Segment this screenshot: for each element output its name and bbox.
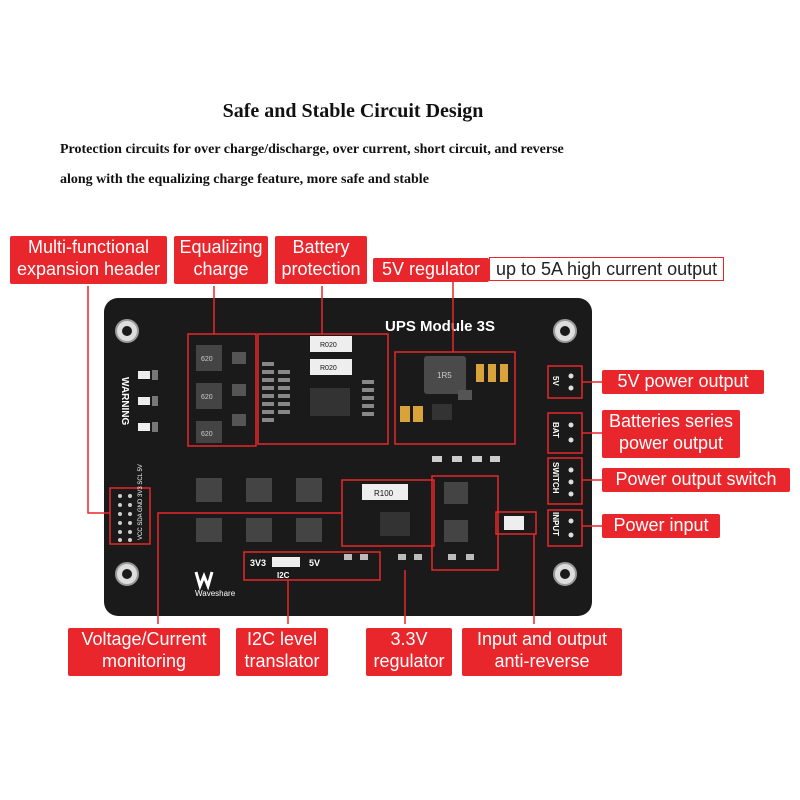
page-title: Safe and Stable Circuit Design — [222, 100, 484, 122]
svg-text:BAT: BAT — [551, 422, 560, 438]
zone-battery-protection — [257, 333, 389, 445]
resistor-r020-2 — [310, 359, 352, 375]
callout-5v-regulator: 5V regulator — [373, 258, 489, 282]
connector-input — [547, 509, 583, 547]
svg-text:5V: 5V — [551, 376, 560, 386]
inductor — [424, 356, 466, 394]
brand-text: Waveshare — [195, 589, 236, 598]
svg-text:620: 620 — [201, 356, 213, 363]
connector-switch — [547, 457, 583, 505]
zone-expansion-header — [109, 487, 151, 545]
svg-text:R020: R020 — [320, 342, 337, 349]
callout-5v-power-output: 5V power output — [602, 370, 764, 394]
protection-ic — [310, 388, 350, 416]
warning-label: WARNING — [119, 377, 130, 426]
header-pin-labels: VCC SDA GND 3V3 SCL 5V — [138, 464, 144, 540]
brand-logo — [194, 571, 214, 591]
callout-leader-lines — [87, 282, 602, 624]
callout-5v-regulator-note: up to 5A high current output — [489, 257, 725, 281]
description-line-2: along with the equalizing charge feature… — [60, 172, 429, 187]
resistor-r100 — [362, 484, 408, 500]
resistor-r020-1 — [310, 336, 352, 352]
svg-text:SWITCH: SWITCH — [551, 462, 560, 494]
svg-text:1R5: 1R5 — [437, 371, 452, 380]
callout-power-output-switch: Power output switch — [602, 468, 790, 492]
svg-text:INPUT: INPUT — [551, 512, 560, 536]
svg-text:620: 620 — [201, 431, 213, 438]
svg-text:620: 620 — [201, 394, 213, 401]
description-line-1: Protection circuits for over charge/disc… — [60, 142, 564, 157]
zone-anti-reverse — [495, 511, 537, 535]
zone-i2c-translator — [243, 551, 381, 581]
zone-equalizing — [187, 333, 257, 447]
svg-text:R100: R100 — [374, 489, 394, 498]
svg-text:R020: R020 — [320, 365, 337, 372]
jumper-5v: 5V — [309, 558, 320, 568]
zone-5v-regulator — [394, 351, 516, 445]
callout-power-input: Power input — [602, 514, 720, 538]
jumper — [272, 557, 300, 567]
jumper-3v3: 3V3 — [250, 558, 266, 568]
zone-3v3-regulator — [431, 475, 499, 571]
pcb-board — [104, 298, 592, 616]
board-name: UPS Module 3S — [385, 318, 495, 335]
i2c-silk: I2C — [277, 571, 290, 580]
